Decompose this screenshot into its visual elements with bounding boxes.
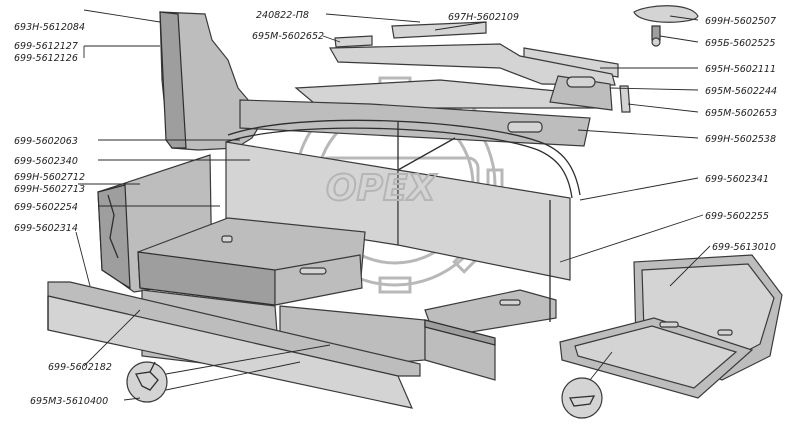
label-695m-5602652: 695М-5602652 bbox=[252, 31, 324, 42]
label-695b-5602525: 695Б-5602525 bbox=[705, 38, 775, 49]
label-699-5612126: 699-5612126 bbox=[14, 53, 78, 64]
label-697n-5602109: 697Н-5602109 bbox=[448, 12, 519, 23]
bracket-part bbox=[633, 5, 699, 47]
label-699n-5602712: 699Н-5602712 bbox=[14, 172, 85, 183]
label-240822-p8: 240822-П8 bbox=[256, 10, 309, 21]
watermark-text: OPEX bbox=[326, 168, 438, 209]
label-699-5602254: 699-5602254 bbox=[14, 202, 78, 213]
separate-tray bbox=[559, 254, 783, 399]
label-699-5613010: 699-5613010 bbox=[712, 242, 776, 253]
label-699-5612127: 699-5612127 bbox=[14, 41, 78, 52]
label-695m3-5610400: 695М3-5610400 bbox=[30, 396, 108, 407]
leader-lines bbox=[75, 9, 711, 401]
label-699-5602314: 699-5602314 bbox=[14, 223, 78, 234]
top-boards bbox=[294, 21, 631, 113]
label-699-5602341: 699-5602341 bbox=[705, 174, 769, 185]
label-699n-5602713: 699Н-5602713 bbox=[14, 184, 85, 195]
label-699-5602340: 699-5602340 bbox=[14, 156, 78, 167]
part-labels: 693Н-5612084 699-5612127 699-5612126 240… bbox=[14, 10, 777, 407]
label-699n-5602507: 699Н-5602507 bbox=[705, 16, 776, 27]
label-699n-5602538: 699Н-5602538 bbox=[705, 134, 776, 145]
label-695m-5602244: 695М-5602244 bbox=[705, 86, 777, 97]
detail-circle-lock bbox=[126, 361, 168, 403]
label-695n-5602111: 695Н-5602111 bbox=[705, 64, 776, 75]
label-695m-5602653: 695М-5602653 bbox=[705, 108, 777, 119]
label-699-5602063: 699-5602063 bbox=[14, 136, 78, 147]
base-skirting-plank bbox=[47, 281, 421, 409]
label-693n-5612084: 693Н-5612084 bbox=[14, 22, 85, 33]
detail-circle-hinge bbox=[561, 377, 603, 419]
label-699-5602255: 699-5602255 bbox=[705, 211, 769, 222]
label-699-5602182: 699-5602182 bbox=[48, 362, 112, 373]
rear-shelf-panel bbox=[239, 99, 591, 147]
